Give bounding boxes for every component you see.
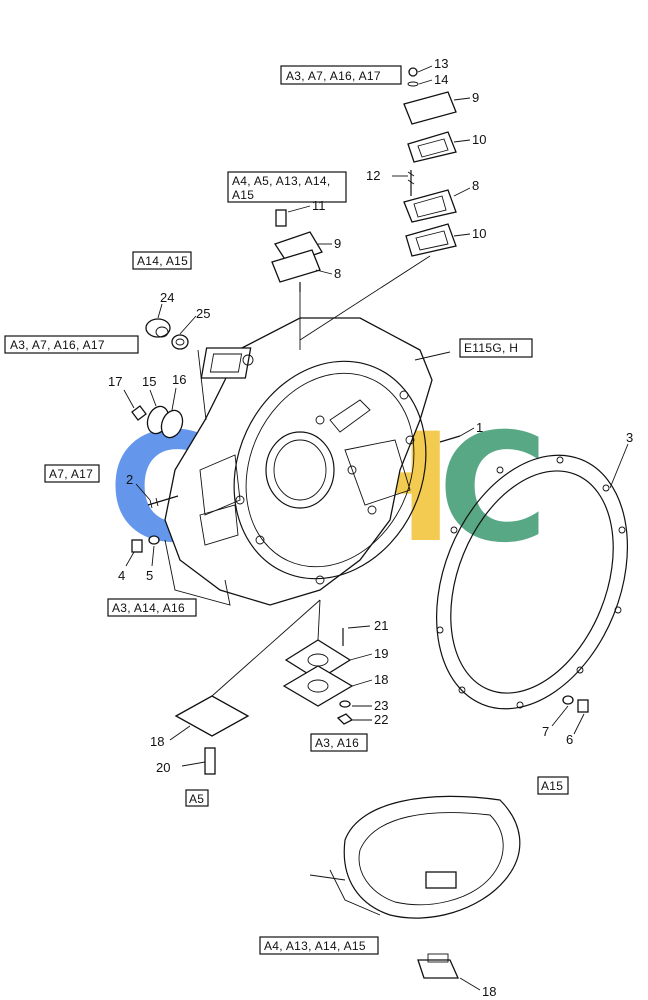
callout-5: 5 [146, 568, 153, 583]
svg-text:E115G, H: E115G, H [464, 341, 518, 355]
callout-17: 17 [108, 374, 122, 389]
side-cover-assembly [131, 405, 184, 439]
svg-text:A3, A7, A16, A17: A3, A7, A16, A17 [10, 338, 105, 352]
callout-3: 3 [626, 430, 633, 445]
reference-box-1: A3, A7, A16, A17 [280, 65, 402, 85]
callout-19: 19 [374, 646, 388, 661]
flywheel-housing [164, 317, 433, 606]
bolt-washer-6-7 [562, 695, 589, 713]
callout-6: 6 [566, 732, 573, 747]
svg-text:A14, A15: A14, A15 [137, 254, 188, 268]
svg-text:A3, A14, A16: A3, A14, A16 [112, 601, 185, 615]
callout-1: 1 [476, 420, 483, 435]
top-cover-stack [403, 67, 457, 257]
reference-box-2: A4, A5, A13, A14, A15 [227, 171, 347, 203]
callout-10a: 10 [472, 132, 486, 147]
callout-numbers: 13 14 9 10 12 8 10 11 9 8 24 25 17 15 16… [108, 56, 633, 999]
reference-box-3: A14, A15 [132, 251, 192, 270]
callout-13: 13 [434, 56, 448, 71]
callout-18a: 18 [374, 672, 388, 687]
callout-14: 14 [434, 72, 448, 87]
svg-text:A4, A13, A14, A15: A4, A13, A14, A15 [264, 939, 366, 953]
callout-15: 15 [142, 374, 156, 389]
svg-text:A3, A16: A3, A16 [315, 736, 359, 750]
callout-20: 20 [156, 760, 170, 775]
reference-box-5: E115G, H [459, 338, 533, 358]
callout-2: 2 [126, 472, 133, 487]
reference-box-6: A7, A17 [44, 464, 100, 483]
callout-25: 25 [196, 306, 210, 321]
plug-and-washer [145, 318, 189, 350]
callout-9b: 9 [334, 236, 341, 251]
callout-12: 12 [366, 168, 380, 183]
callout-4: 4 [118, 568, 125, 583]
ring-gasket [435, 454, 629, 710]
stud-bolt-washer [131, 495, 179, 553]
reference-box-9: A5 [185, 789, 209, 807]
callout-7: 7 [542, 724, 549, 739]
callout-23: 23 [374, 698, 388, 713]
leader-lines [123, 65, 629, 991]
callout-8a: 8 [472, 178, 479, 193]
callout-11: 11 [312, 198, 326, 213]
svg-text:A4, A5, A13, A14,: A4, A5, A13, A14, [232, 174, 331, 188]
svg-text:A5: A5 [189, 792, 204, 806]
upper-cover-assembly [271, 209, 323, 292]
stud-1 [439, 435, 461, 443]
reference-box-7: A3, A14, A16 [107, 598, 197, 617]
svg-text:A3, A7, A16, A17: A3, A7, A16, A17 [286, 69, 381, 83]
svg-text:A15: A15 [232, 188, 254, 202]
watermark-letter-4: C [438, 402, 548, 576]
callout-8b: 8 [334, 266, 341, 281]
housing-variant-a15 [309, 795, 521, 979]
callout-21: 21 [374, 618, 388, 633]
callout-18c: 18 [482, 984, 496, 999]
callout-18b: 18 [150, 734, 164, 749]
callout-16: 16 [172, 372, 186, 387]
callout-24: 24 [160, 290, 174, 305]
reference-box-10: A15 [537, 776, 569, 795]
reference-box-11: A4, A13, A14, A15 [259, 936, 379, 955]
callout-22: 22 [374, 712, 388, 727]
reference-box-4: A3, A7, A16, A17 [4, 335, 139, 354]
svg-text:A15: A15 [541, 779, 563, 793]
callout-9a: 9 [472, 90, 479, 105]
reference-box-8: A3, A16 [310, 733, 368, 752]
callout-10b: 10 [472, 226, 486, 241]
svg-text:A7, A17: A7, A17 [49, 467, 93, 481]
